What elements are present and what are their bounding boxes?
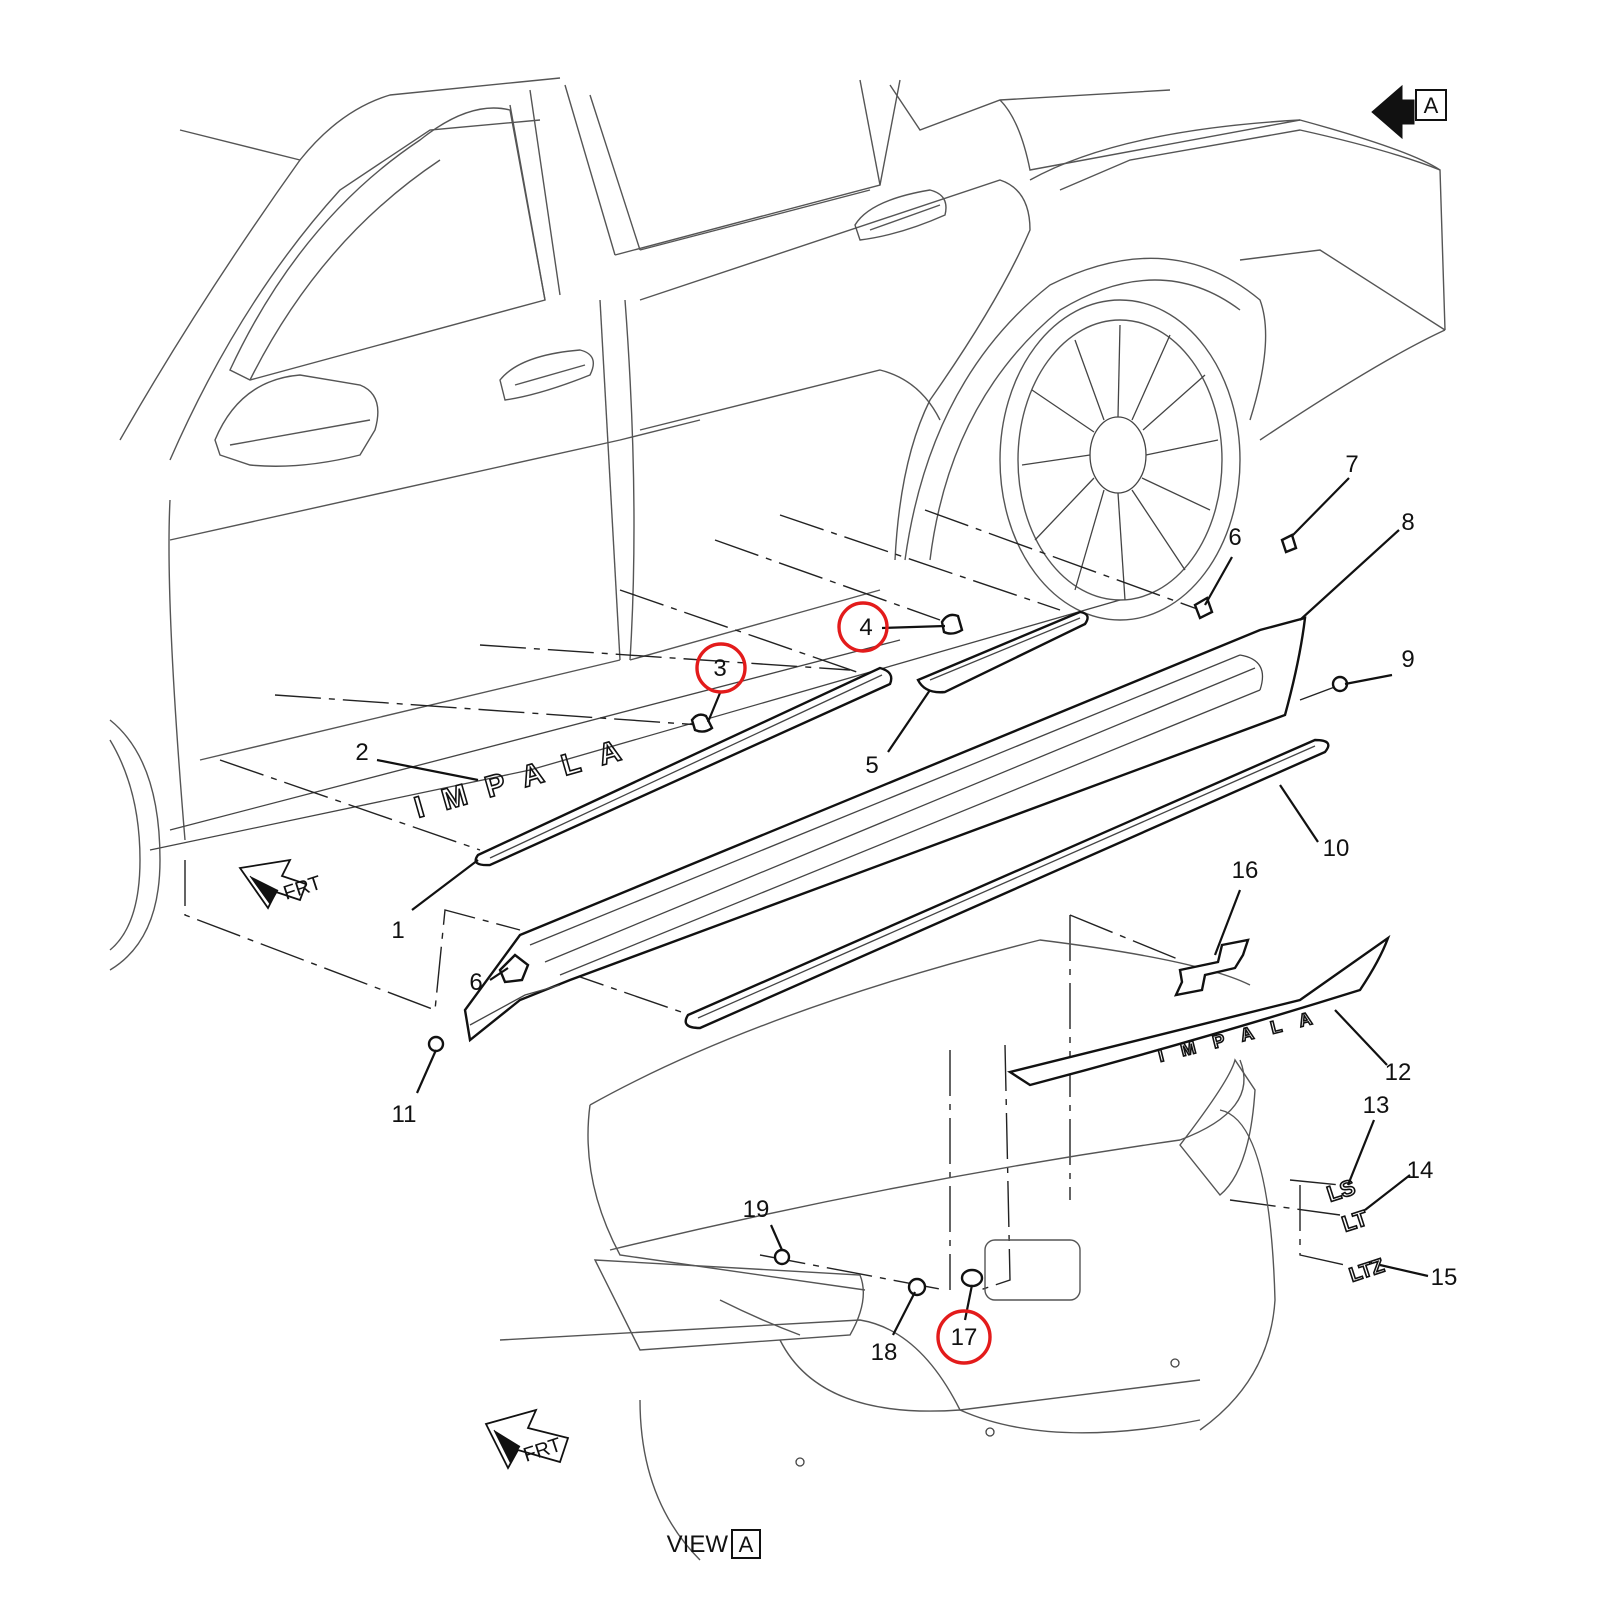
part-8-rocker-molding [463,616,1307,1043]
view-arrow-icon [1371,84,1415,140]
view-marker-letter: A [1424,93,1439,118]
label-part-15: 15 [1431,1264,1458,1291]
frt-arrow-icon [238,858,308,910]
view-caption: VIEW A [667,1529,761,1559]
vehicle-side-body [109,77,1446,971]
fastener-11 [427,1035,445,1053]
callout-circle-part-3 [695,642,747,694]
fastener-9 [1331,675,1349,693]
badge-ltz-text: LTZ [1347,1255,1387,1287]
rear-wheel [999,299,1241,621]
fastener-6-rear [1193,596,1214,620]
part-18-clip [907,1277,927,1297]
view-caption-letter: A [739,1532,754,1557]
part-17-clip [960,1268,984,1288]
part-15-badge: LTZ [1346,1254,1388,1287]
label-part-4: 4 [859,614,872,641]
part-13-badge: LS [1323,1173,1359,1207]
view-a-marker: A [1371,84,1447,140]
part-16-bowtie-emblem [1173,938,1250,997]
label-part-1: 1 [391,917,404,944]
frt-arrow-upper: FRT [238,858,324,910]
part-3-clip [690,713,714,733]
part-10-lower-rocker-molding [684,738,1330,1030]
view-caption-box [731,1529,761,1559]
label-part-17: 17 [951,1324,978,1351]
fastener-6-front [498,953,530,984]
label-part-10: 10 [1323,835,1350,862]
part-4-clip [940,613,964,635]
frt-arrow-lower: FRT [484,1408,570,1470]
label-part-6-front: 6 [469,969,482,996]
callout-circle-part-4 [837,601,889,653]
label-part-14: 14 [1407,1157,1434,1184]
fastener-7 [1280,533,1298,554]
label-part-9: 9 [1401,646,1414,673]
label-part-16: 16 [1232,857,1259,884]
label-part-18: 18 [871,1339,898,1366]
label-part-8: 8 [1401,509,1414,536]
view-caption-word: VIEW [667,1531,729,1558]
badge-ls-text: LS [1324,1174,1358,1206]
vehicle-rear-body [499,939,1276,1561]
part-19-clip [773,1248,791,1266]
label-part-2: 2 [355,739,368,766]
label-part-6-rear: 6 [1228,524,1241,551]
callout-circle-part-17 [936,1309,992,1365]
highlight-callouts [695,601,992,1365]
part-labels: 1 2 3 4 5 6 6 7 8 9 10 11 12 13 14 15 16… [355,451,1457,1366]
label-part-5: 5 [865,752,878,779]
part-12-trunk-molding [1007,934,1391,1087]
view-marker-box [1415,89,1447,121]
label-part-12: 12 [1385,1059,1412,1086]
label-part-13: 13 [1363,1092,1390,1119]
leader-lines [376,477,1429,1336]
label-part-3: 3 [713,655,726,682]
label-part-19: 19 [743,1196,770,1223]
part-5-rear-door-molding [916,610,1089,694]
label-part-11: 11 [392,1101,417,1128]
label-part-7: 7 [1345,451,1358,478]
